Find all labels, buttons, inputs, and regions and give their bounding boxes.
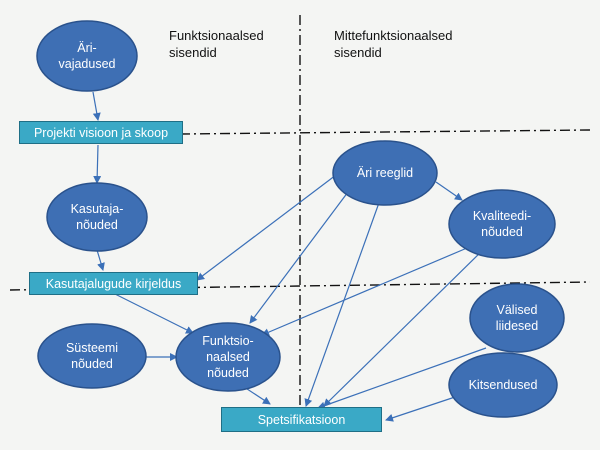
system-reqs-line-2: nõuded — [71, 357, 113, 371]
external-ifaces-label: Välised liidesed — [470, 284, 564, 352]
arrow-rules-to-quality — [435, 181, 463, 201]
quality-reqs-label: Kvaliteedi- nõuded — [449, 190, 555, 258]
functional-reqs-label: Funktsio- naalsed nõuded — [176, 323, 280, 391]
constraints-line-1: Kitsendused — [468, 378, 538, 392]
nonfunctional-inputs-line-1: Mittefunktsionaalsed — [334, 28, 453, 43]
business-needs-label: Äri- vajadused — [37, 21, 137, 91]
user-reqs-ellipse — [46, 182, 148, 252]
user-reqs-label: Kasutaja- nõuded — [47, 183, 147, 251]
user-reqs-line-2: nõuded — [76, 218, 118, 232]
constraints-label: Kitsendused — [449, 353, 557, 417]
quality-reqs-line-1: Kvaliteedi- — [472, 209, 532, 223]
external-ifaces-line-1: Välised — [496, 303, 538, 317]
functional-inputs-line-2: sisendid — [169, 45, 217, 60]
business-rules-line-1: Äri reeglid — [356, 166, 414, 180]
functional-reqs-line-1: Funktsio- — [202, 334, 254, 348]
functional-reqs-line-2: naalsed — [206, 350, 250, 364]
external-ifaces-line-2: liidesed — [495, 319, 539, 333]
nonfunctional-inputs-line-2: sisendid — [334, 45, 382, 60]
horizontal-divider-middle — [9, 281, 591, 291]
functional-inputs-heading: Funktsionaalsed sisendid — [169, 27, 264, 61]
functional-reqs-line-3: nõuded — [207, 366, 249, 380]
arrow-user-reqs-to-userstories — [96, 249, 105, 271]
user-reqs-line-1: Kasutaja- — [70, 202, 124, 216]
nonfunctional-inputs-heading: Mittefunktsionaalsed sisendid — [334, 27, 453, 61]
quality-reqs-line-2: nõuded — [481, 225, 523, 239]
vision-scope-box: Projekti visioon ja skoop — [19, 121, 183, 144]
arrow-rules-to-spec — [304, 199, 381, 407]
arrow-constraints-to-spec — [385, 396, 456, 422]
specification-box: Spetsifikatsioon — [221, 407, 382, 432]
horizontal-divider-top — [179, 129, 591, 135]
business-rules-label: Äri reeglid — [333, 141, 437, 205]
business-rules-ellipse — [332, 140, 438, 206]
arrow-quality-to-functional — [261, 247, 468, 336]
user-stories-box: Kasutajalugude kirjeldus — [29, 272, 198, 295]
business-needs-ellipse — [36, 20, 138, 92]
arrow-external-to-spec — [317, 347, 487, 410]
functional-reqs-ellipse — [175, 322, 281, 392]
arrow-rules-to-functional — [249, 191, 349, 324]
arrow-userstories-to-functional — [114, 293, 194, 334]
arrow-quality-to-spec — [323, 246, 487, 407]
arrow-business-needs-to-vision — [92, 91, 101, 121]
business-needs-line-2: vajadused — [58, 57, 116, 71]
functional-inputs-line-1: Funktsionaalsed — [169, 28, 264, 43]
quality-reqs-ellipse — [448, 189, 556, 259]
system-reqs-ellipse — [37, 323, 147, 389]
system-reqs-label: Süsteemi nõuded — [38, 324, 146, 388]
constraints-ellipse — [448, 352, 558, 418]
system-reqs-line-1: Süsteemi — [65, 341, 119, 355]
external-ifaces-ellipse — [469, 283, 565, 353]
arrow-vision-to-user-reqs — [93, 144, 102, 184]
business-needs-line-1: Äri- — [77, 41, 97, 55]
arrow-rules-to-userstories — [196, 174, 337, 281]
